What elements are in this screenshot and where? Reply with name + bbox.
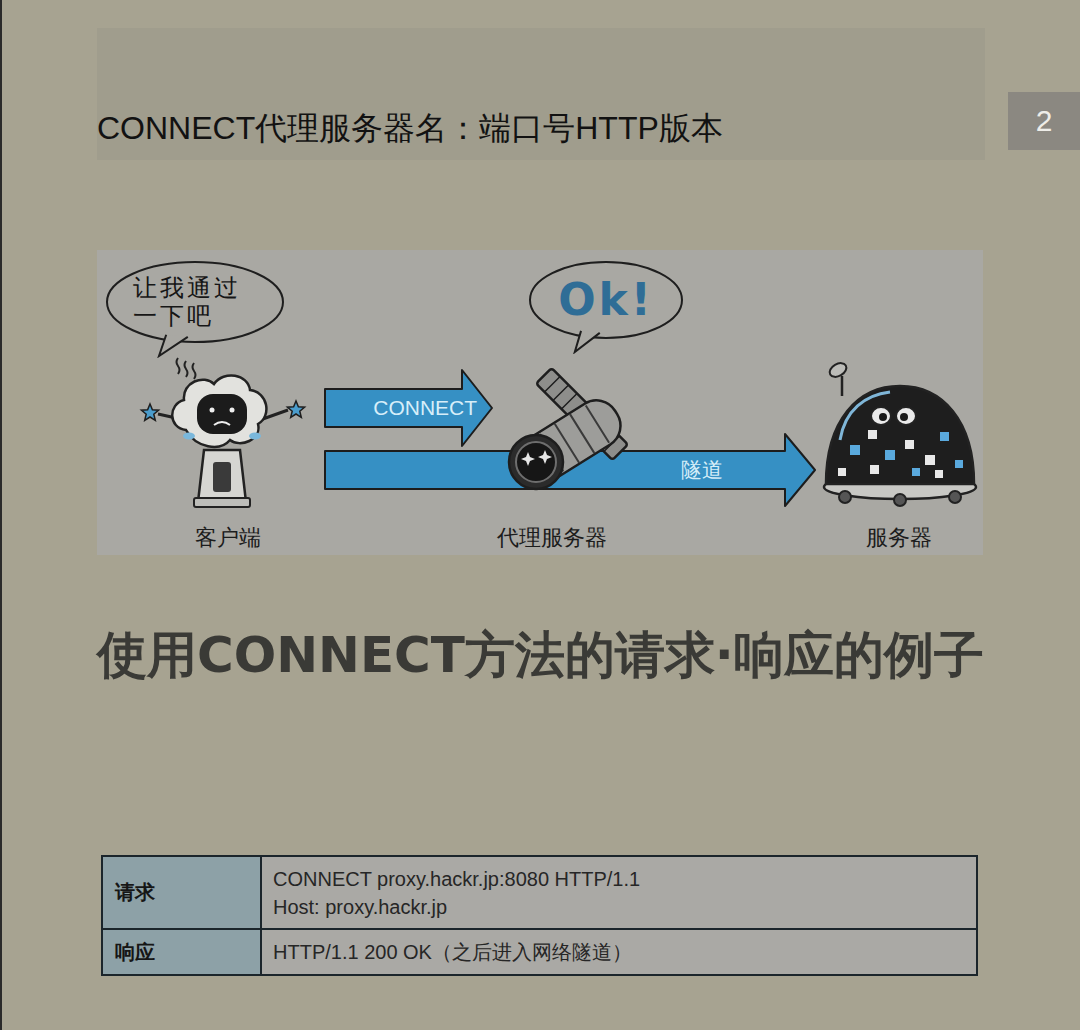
server-robot (827, 360, 849, 379)
table-cell-text: HTTP/1.1 200 OK（之后进入网络隧道） (273, 938, 976, 966)
table-cell-text: Host: proxy.hackr.jp (273, 893, 976, 921)
speech-bubble-text: Ok! (558, 274, 654, 326)
server-robot (824, 360, 976, 506)
page-number-badge-text: 2 (1036, 103, 1053, 139)
header-band: CONNECT代理服务器名：端口号HTTP版本 (97, 28, 985, 160)
client-node: 客户端 (130, 362, 325, 552)
server-robot (896, 407, 916, 425)
client-robot (214, 422, 230, 425)
proxy-satellite (538, 450, 552, 464)
proxy-satellite (516, 442, 556, 482)
server-node-text: 服务器 (866, 524, 932, 552)
table-header-cell: 请求 (103, 857, 262, 928)
request-response-table: 请求 CONNECT proxy.hackr.jp:8080 HTTP/1.1H… (101, 855, 978, 976)
table-body-cell: CONNECT proxy.hackr.jp:8080 HTTP/1.1Host… (262, 857, 976, 928)
server-robot (925, 455, 935, 465)
server-robot (841, 376, 844, 396)
client-robot (194, 498, 250, 507)
proxy-satellite (509, 435, 563, 489)
proxy-satellite (509, 368, 629, 489)
server-robot (905, 440, 914, 449)
server-robot (885, 450, 895, 460)
server-robot (935, 470, 943, 478)
page-edge (0, 0, 2, 1030)
page-number-badge: 2 (1008, 92, 1080, 150)
client-robot (177, 358, 196, 379)
arrow-label: 隧道 (681, 458, 723, 482)
table-row: 请求 CONNECT proxy.hackr.jp:8080 HTTP/1.1H… (103, 857, 976, 928)
section-heading: 使用CONNECT方法的请求·响应的例子 (97, 607, 985, 703)
header-band-text: CONNECT代理服务器名：端口号HTTP版本 (97, 108, 723, 148)
block-arrow (325, 370, 492, 446)
illustration-ground (97, 250, 983, 555)
bubble-tail (575, 331, 600, 352)
proxy-satellite (521, 452, 535, 466)
client-robot (210, 408, 215, 413)
server-robot (894, 494, 906, 506)
server-robot (912, 468, 920, 476)
client-robot (141, 404, 158, 420)
server-robot (868, 430, 877, 439)
client-robot (172, 375, 266, 446)
server-robot (900, 413, 908, 421)
speech-bubble: Ok! (528, 260, 684, 354)
table-body-cell: HTTP/1.1 200 OK（之后进入网络隧道） (262, 930, 976, 974)
client-node-text: 客户端 (195, 524, 261, 552)
client-robot (230, 408, 235, 413)
server-robot (838, 468, 846, 476)
client-robot (249, 433, 261, 440)
client-robot (287, 401, 304, 417)
server-robot (840, 392, 890, 440)
table-header-text: 请求 (115, 879, 155, 906)
bubble-outline (107, 262, 283, 342)
server-node: 服务器 (815, 362, 983, 552)
server-robot (826, 386, 974, 484)
server-robot (879, 413, 887, 421)
server-robot (850, 445, 860, 455)
client-robot (213, 462, 231, 492)
server-robot (940, 432, 949, 441)
server-robot (949, 491, 961, 503)
arrow-label: CONNECT (373, 396, 477, 420)
speech-bubble: 让我通过 一下吧 (105, 260, 285, 358)
table-row: 响应 HTTP/1.1 200 OK（之后进入网络隧道） (103, 928, 976, 974)
bubble-tail (159, 335, 188, 356)
client-robot (198, 450, 246, 502)
client-robot (197, 394, 247, 434)
speech-bubble-text: 让我通过 一下吧 (133, 274, 257, 330)
server-robot (955, 460, 963, 468)
table-header-text: 响应 (115, 939, 155, 966)
table-header-cell: 响应 (103, 930, 262, 974)
proxy-node-text: 代理服务器 (497, 524, 607, 552)
client-robot (183, 433, 195, 440)
proxy-node: 代理服务器 (492, 362, 612, 552)
server-robot (839, 491, 851, 503)
server-robot (871, 407, 891, 425)
table-cell-text: CONNECT proxy.hackr.jp:8080 HTTP/1.1 (273, 865, 976, 893)
bubble-outline (530, 262, 682, 338)
client-robot (141, 358, 304, 507)
server-robot (870, 465, 879, 474)
